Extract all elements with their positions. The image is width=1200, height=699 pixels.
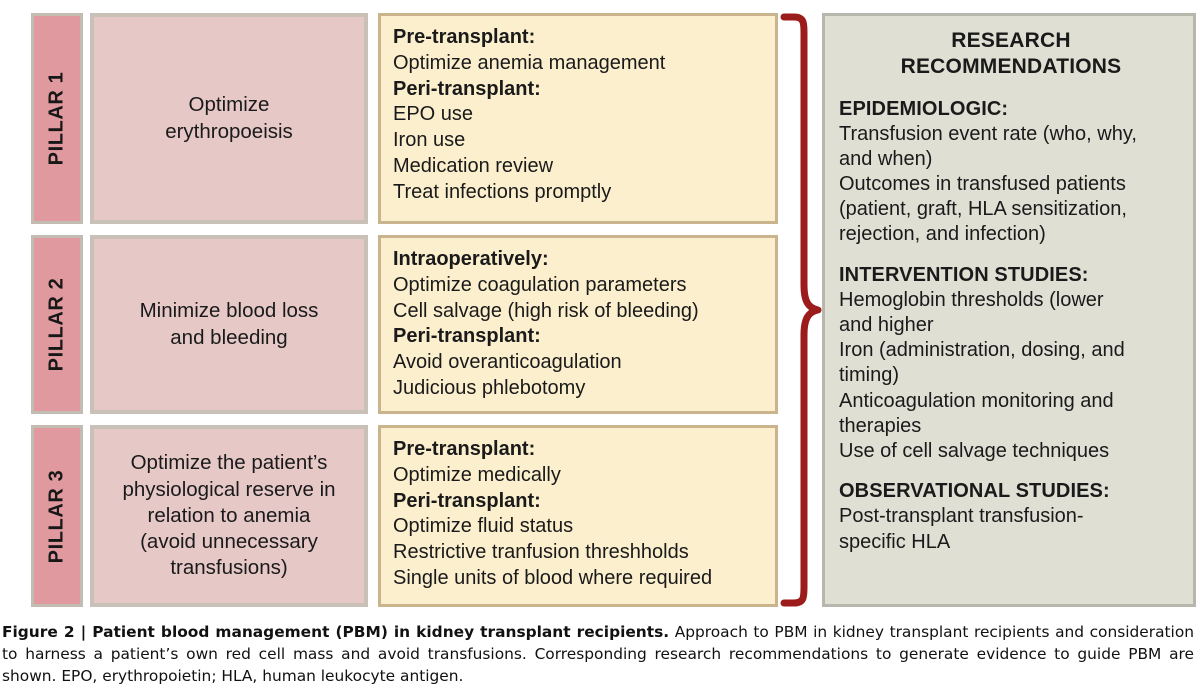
research-section-heading: OBSERVATIONAL STUDIES: <box>839 480 1110 503</box>
detail-line: Treat infections promptly <box>393 180 612 203</box>
detail-line: Cell salvage (high risk of bleeding) <box>393 299 699 322</box>
curly-brace-icon <box>780 13 822 607</box>
pillar-label-1: PILLAR 1 <box>45 71 68 166</box>
detail-heading: Pre-transplant: <box>393 438 536 460</box>
research-section-line: Iron (administration, dosing, and <box>839 339 1125 362</box>
research-section: EPIDEMIOLOGIC:Transfusion event rate (wh… <box>839 97 1183 248</box>
pillar-detail-box-1: Pre-transplant: Optimize anemia managemen… <box>378 13 778 224</box>
caption-body: Approach to PBM in kidney transplant rec… <box>2 623 1194 685</box>
research-section-line: timing) <box>839 364 900 387</box>
research-section-line: (patient, graft, HLA sensitization, <box>839 198 1127 221</box>
research-section-line: Hemoglobin thresholds (lower <box>839 288 1104 311</box>
research-section-line: and when) <box>839 147 933 170</box>
detail-line: Optimize coagulation parameters <box>393 273 687 296</box>
detail-heading: Peri-transplant: <box>393 77 541 100</box>
research-section-line: Outcomes in transfused patients <box>839 173 1126 196</box>
research-section-line: Transfusion event rate (who, why, <box>839 122 1137 145</box>
detail-line: Avoid overanticoagulation <box>393 351 622 374</box>
detail-line: Optimize medically <box>393 463 561 486</box>
detail-heading: Peri-transplant: <box>393 325 541 348</box>
detail-line: Judicious phlebotomy <box>393 376 586 399</box>
detail-heading: Peri-transplant: <box>393 489 541 512</box>
research-section-line: specific HLA <box>839 530 951 553</box>
pillar-label-2: PILLAR 2 <box>45 277 68 372</box>
research-section-line: therapies <box>839 414 922 437</box>
research-section-line: Post-transplant transfusion- <box>839 505 1084 528</box>
research-section-heading: INTERVENTION STUDIES: <box>839 263 1089 286</box>
caption-title: Patient blood management (PBM) in kidney… <box>92 623 670 641</box>
research-section: INTERVENTION STUDIES:Hemoglobin threshol… <box>839 263 1183 465</box>
figure-caption: Figure 2 | Patient blood management (PBM… <box>0 622 1200 688</box>
research-section-line: rejection, and infection) <box>839 223 1046 246</box>
detail-heading: Intraoperatively: <box>393 248 549 270</box>
detail-line: Optimize fluid status <box>393 515 574 538</box>
detail-line: Medication review <box>393 154 554 177</box>
detail-line: Restrictive tranfusion threshholds <box>393 541 689 564</box>
detail-line: Optimize anemia management <box>393 51 666 74</box>
pillar-label-bar-1: PILLAR 1 <box>31 13 83 224</box>
pillar-label-3: PILLAR 3 <box>45 469 68 563</box>
caption-figure-label: Figure 2 <box>2 623 75 641</box>
detail-line: EPO use <box>393 103 474 126</box>
detail-heading: Pre-transplant: <box>393 26 536 48</box>
detail-line: Single units of blood where required <box>393 566 713 589</box>
research-section: OBSERVATIONAL STUDIES:Post-transplant tr… <box>839 479 1183 555</box>
research-section-line: Anticoagulation monitoring and <box>839 389 1114 412</box>
research-section-heading: EPIDEMIOLOGIC: <box>839 97 1009 120</box>
caption-separator: | <box>74 623 93 641</box>
pillar-label-bar-3: PILLAR 3 <box>31 425 83 607</box>
research-section-line: and higher <box>839 314 934 336</box>
research-sections: EPIDEMIOLOGIC:Transfusion event rate (wh… <box>839 97 1183 555</box>
research-section-line: Use of cell salvage techniques <box>839 439 1110 462</box>
detail-line: Iron use <box>393 129 466 152</box>
pillar-label-bar-2: PILLAR 2 <box>31 235 83 414</box>
pillar-detail-box-2: Intraoperatively: Optimize coagulation pa… <box>378 235 778 414</box>
